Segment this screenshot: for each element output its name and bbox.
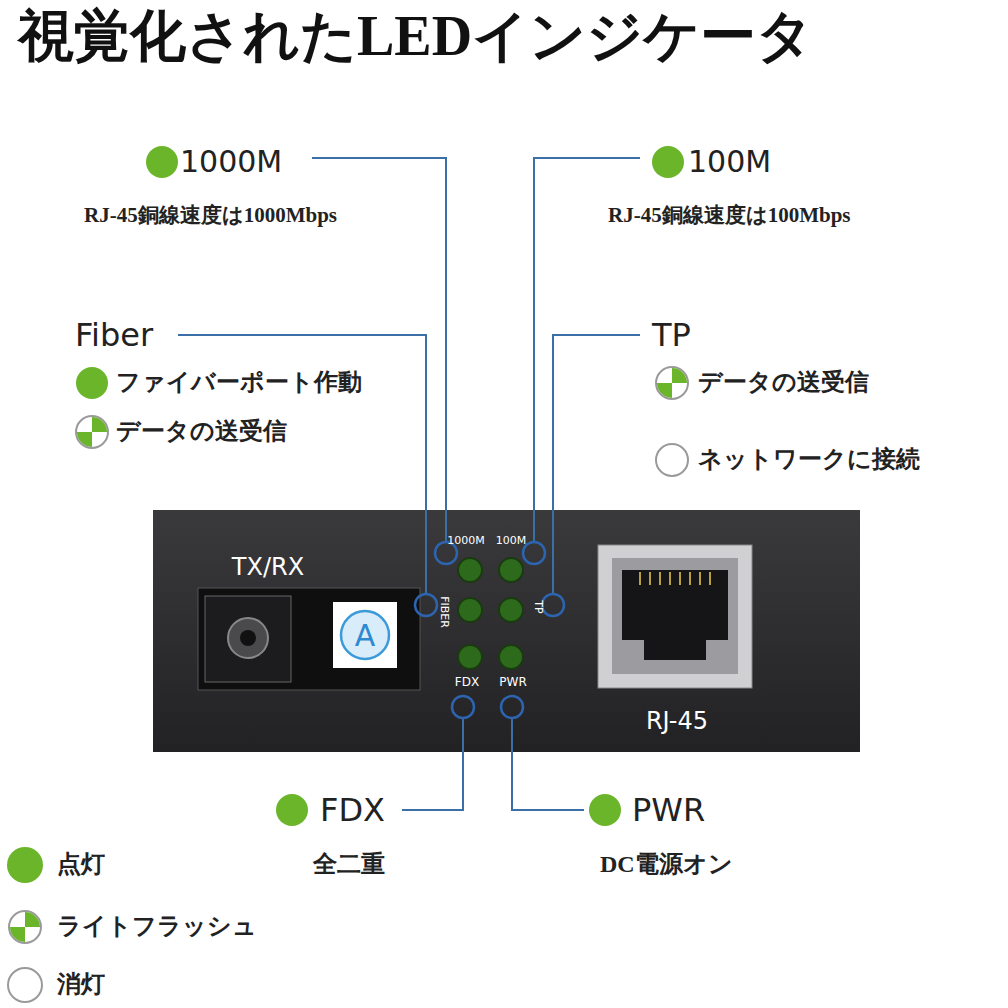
led-label: 100M	[496, 535, 527, 548]
fiber-port	[198, 588, 420, 690]
legend-text: 消灯	[57, 971, 105, 999]
callout-note: ファイバーポート作動	[116, 369, 362, 397]
callout-heading: FDX	[320, 792, 385, 829]
led-label: 1000M	[447, 535, 485, 548]
callout-heading: Fiber	[75, 317, 153, 354]
port-label: RJ-45	[646, 708, 708, 736]
callout-heading: PWR	[632, 792, 705, 829]
page-title: 視覚化されたLEDインジケータ	[18, 4, 813, 68]
led-markers	[415, 542, 564, 718]
led-label: FIBER	[438, 596, 451, 628]
sc-connector	[205, 596, 291, 682]
callout-heading: 100M	[688, 145, 771, 180]
legend-swatch	[7, 847, 43, 883]
callout-heading: TP	[652, 317, 691, 354]
callout-note: データの送受信	[698, 369, 869, 397]
status-icons	[8, 146, 688, 1002]
callout-heading: 1000M	[180, 145, 282, 180]
badge-letter: A	[333, 602, 397, 668]
leader-lines	[178, 158, 640, 810]
callout-note: ネットワークに接続	[698, 446, 920, 474]
callout-note: データの送受信	[116, 418, 287, 446]
port-label: TX/RX	[232, 554, 304, 582]
legend-text: ライトフラッシュ	[57, 913, 257, 941]
callout-note: RJ-45銅線速度は1000Mbps	[84, 203, 337, 227]
rj45-port	[598, 545, 752, 688]
callout-note: 全二重	[313, 851, 385, 879]
callout-note: DC電源オン	[600, 851, 733, 879]
led-label: FDX	[455, 676, 479, 690]
fiber-badge: A	[333, 602, 397, 668]
led-lamps	[458, 558, 523, 669]
callout-note: RJ-45銅線速度は100Mbps	[608, 203, 851, 227]
led-label: PWR	[499, 676, 526, 690]
led-label: TP	[532, 600, 545, 613]
converter-housing	[153, 510, 860, 752]
legend-text: 点灯	[57, 851, 105, 879]
